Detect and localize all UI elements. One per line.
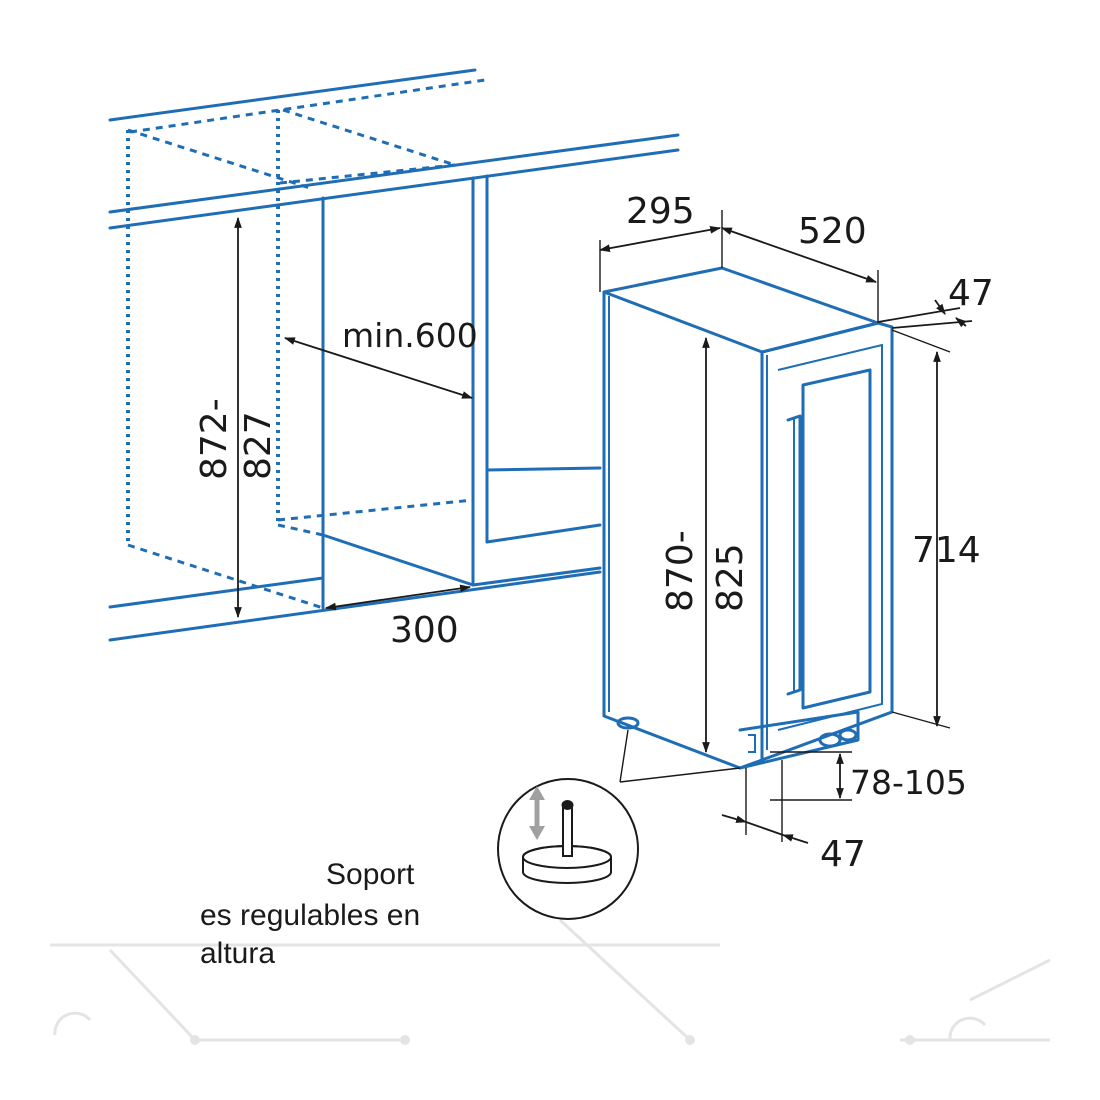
background-decoration — [50, 918, 1051, 1045]
door-offset-label: 47 — [948, 273, 994, 314]
appliance-extension-lines — [599, 210, 951, 842]
note-line-2: es regulables en — [200, 899, 420, 932]
adjustable-feet-note: Soport es regulables en altura — [200, 858, 420, 970]
niche-height-label-b: 827 — [238, 411, 279, 480]
foot-detail-callout — [497, 729, 741, 920]
width-label: 520 — [798, 211, 867, 252]
niche-width-label: 300 — [390, 610, 459, 651]
appliance-height-dimension: 870- 825 — [660, 336, 751, 754]
foot-offset-label: 47 — [820, 834, 866, 875]
door-offset-dimension: 47 — [877, 273, 994, 329]
plinth-height-label: 78-105 — [850, 763, 967, 802]
niche-width-dimension: 300 — [324, 584, 472, 651]
plinth-height-dimension: 78-105 — [836, 752, 967, 802]
appliance-height-label-b: 825 — [710, 543, 751, 612]
height-dimension: 714 — [912, 350, 981, 728]
height-label: 714 — [912, 530, 981, 571]
depth-label: 295 — [626, 191, 695, 232]
niche-drawing — [108, 68, 680, 642]
appliance-drawing — [602, 266, 894, 770]
niche-depth-dimension: min.600 — [283, 316, 478, 399]
niche-height-label-a: 872- — [194, 398, 235, 480]
width-dimension: 520 — [720, 211, 878, 283]
appliance-height-label-a: 870- — [660, 530, 701, 612]
note-line-3: altura — [200, 937, 275, 970]
adjust-arrow-icon — [529, 786, 545, 840]
niche-height-dimension: 872- 827 — [194, 216, 279, 619]
note-line-1: Soport — [326, 858, 415, 891]
niche-depth-label: min.600 — [342, 316, 478, 355]
depth-dimension: 295 — [598, 191, 722, 253]
foot-offset-dimension: 47 — [721, 814, 866, 875]
